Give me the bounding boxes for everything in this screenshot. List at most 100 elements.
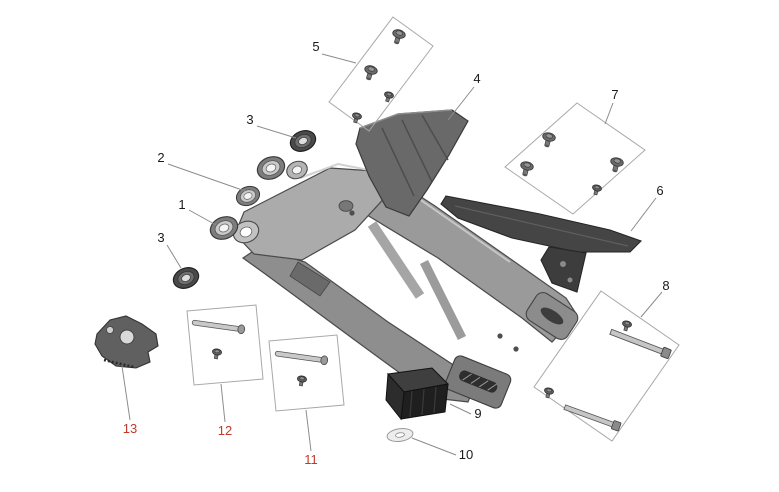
callout-label-8: 8 (662, 278, 669, 293)
mudguard-illustration (355, 109, 469, 217)
bracket-serration (103, 358, 135, 369)
callout-7: 7 (604, 87, 619, 125)
swingarm-highlight (299, 162, 375, 179)
callouts: 1 2 3 3 4 5 6 7 (121, 39, 670, 467)
screw-icon (295, 374, 308, 387)
swingarm-bolt-detail (497, 333, 503, 339)
leader-line (220, 383, 226, 423)
callout-label-7: 7 (611, 87, 618, 102)
bolt-icon (361, 63, 379, 83)
callout-3-lower: 3 (157, 230, 182, 269)
kit-box-11 (268, 334, 345, 412)
callout-5: 5 (312, 39, 357, 64)
callout-1: 1 (178, 197, 217, 226)
washer-hole (395, 432, 405, 438)
kit-box-border (186, 304, 264, 386)
swingarm-bolt-detail (513, 346, 519, 352)
swingarm-axle-block-right (525, 292, 579, 340)
pin-icon (274, 348, 329, 366)
bracket-hole (119, 329, 135, 345)
screw-icon (350, 111, 363, 125)
bracket-illustration (94, 315, 159, 369)
callout-label-10: 10 (459, 447, 473, 462)
swingarm-chain-slider-pad (289, 261, 331, 297)
kit-box-5 (328, 16, 434, 132)
bolt-icon (389, 27, 407, 47)
bracket-hole (106, 326, 114, 334)
swingarm-brace-tube (367, 221, 425, 299)
dust-seal-icon (286, 126, 320, 156)
callout-10: 10 (411, 437, 473, 462)
kit-box-border (504, 102, 646, 215)
mudguard-edge-highlight (359, 109, 453, 129)
callout-label-11: 11 (304, 452, 318, 467)
screw-icon (382, 90, 395, 104)
leader-line (256, 125, 297, 139)
leader-line (167, 163, 246, 192)
washer-illustration (386, 428, 414, 442)
callout-8: 8 (640, 278, 670, 318)
leader-line (630, 197, 657, 232)
kit-box-border (268, 334, 345, 412)
leader-line (411, 437, 457, 456)
kit-box-border (533, 290, 680, 442)
screw-icon (210, 347, 223, 360)
chain-guard-hole (560, 261, 566, 267)
leader-line (188, 209, 217, 226)
callout-label-6: 6 (656, 183, 663, 198)
kit-box-border (328, 16, 434, 132)
screw-icon (542, 386, 555, 400)
leader-line (604, 102, 614, 125)
swingarm-left-arm (241, 247, 477, 403)
leader-line (449, 403, 472, 415)
dust-seal-icon (169, 263, 203, 293)
chain-guard-ridge (454, 205, 629, 247)
swingarm-brace-tube (419, 259, 467, 341)
callout-label-2: 2 (157, 150, 164, 165)
rubber-stop-rib (433, 386, 437, 414)
callout-label-9: 9 (474, 406, 481, 421)
callout-6: 6 (630, 183, 664, 232)
kit-box-7 (504, 102, 646, 215)
bearing-icon (253, 152, 289, 184)
callout-4: 4 (447, 71, 481, 121)
swingarm-pivot-boss-left (232, 220, 260, 244)
callout-label-3-upper: 3 (246, 112, 253, 127)
callout-9: 9 (449, 403, 482, 421)
swingarm-pivot-boss-right (286, 160, 308, 180)
chain-guard-hole (567, 277, 573, 283)
swingarm-illustration (232, 160, 579, 409)
chain-guard-illustration (440, 195, 643, 293)
leader-line (640, 291, 663, 318)
swingarm-crossmember (234, 167, 391, 261)
bolt-icon (517, 159, 535, 179)
swingarm-crosstube-hole (338, 200, 354, 212)
chain-guard-bracket (540, 246, 587, 293)
callout-label-5: 5 (312, 39, 319, 54)
callout-12: 12 (218, 383, 232, 438)
callout-13: 13 (121, 365, 137, 436)
leader-line (305, 409, 312, 452)
screw-icon (590, 183, 603, 197)
mudguard-rib (401, 119, 433, 183)
leader-line (121, 365, 131, 421)
leader-line (447, 86, 475, 121)
callout-label-3-lower: 3 (157, 230, 164, 245)
rubber-stop-side (385, 372, 405, 421)
leader-line (166, 244, 182, 269)
kit-box-8 (533, 290, 680, 442)
swingarm-axle-block-left (444, 355, 512, 409)
callout-3-upper: 3 (246, 112, 297, 139)
callout-label-1: 1 (178, 197, 185, 212)
callout-label-4: 4 (473, 71, 480, 86)
callout-2: 2 (157, 150, 246, 192)
callout-11: 11 (304, 409, 318, 467)
mudguard-rib (381, 127, 415, 197)
rubber-stop-rib (421, 388, 425, 416)
kit-box-12 (186, 304, 264, 386)
screw-icon (620, 319, 633, 333)
callout-label-12: 12 (218, 423, 232, 438)
long-bolt-icon (608, 326, 672, 360)
